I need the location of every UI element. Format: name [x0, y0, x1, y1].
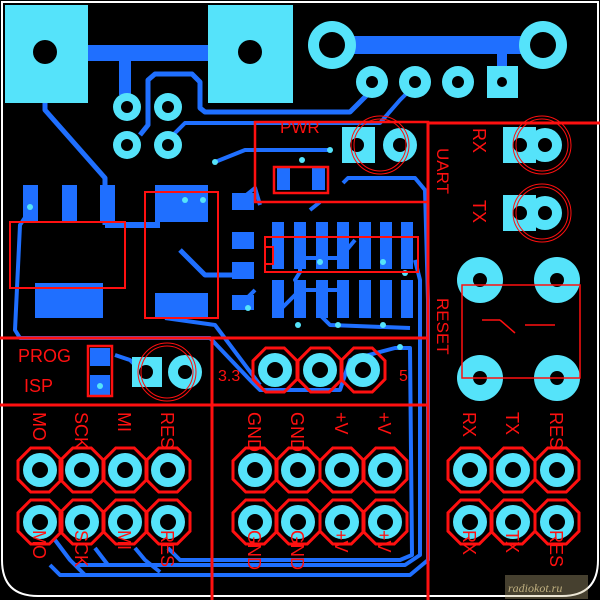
smd-pads: [23, 168, 413, 395]
uart-header-outline: [533, 446, 581, 494]
power-header-outline: [231, 498, 279, 546]
vias: [27, 147, 408, 389]
label-rx-led: RX: [469, 128, 489, 153]
uart-header-label-top: RES: [546, 412, 566, 449]
power-header-label-top: +V: [374, 412, 394, 435]
isp-header-outline: [16, 498, 64, 546]
label-reset: RESET: [433, 298, 452, 355]
voltage-jumper-outline: [339, 346, 387, 394]
watermark-site: radiokot.ru: [508, 581, 562, 595]
isp-header-pin-hole: [32, 462, 48, 478]
isp-header-pin-hole: [160, 462, 176, 478]
uart-header-label-bottom: RES: [546, 530, 566, 567]
uart-header-outline: [489, 498, 537, 546]
uart-header-outline: [533, 498, 581, 546]
power-header-outline: [361, 446, 409, 494]
power-header-pin-hole: [334, 514, 350, 530]
power-header-pin-hole: [290, 514, 306, 530]
uart-header-pin-hole: [505, 514, 521, 530]
power-header-outline: [231, 446, 279, 494]
isp-header-pin-hole: [74, 514, 90, 530]
power-header-label-bottom: +V: [374, 530, 394, 553]
uart-header-pin-hole: [505, 462, 521, 478]
isp-header-label-top: RES: [157, 412, 177, 449]
power-header-pin-hole: [377, 514, 393, 530]
uart-header-outline: [446, 446, 494, 494]
power-header-label-bottom: GND: [244, 530, 264, 570]
isp-header-label-top: MO: [29, 412, 49, 441]
uart-header-pin-hole: [549, 514, 565, 530]
label-pwr: PWR: [280, 118, 320, 137]
label-isp: ISP: [24, 376, 53, 396]
silkscreen-text: PWR PROG ISP 3.3 5 UART RESET RX TX: [18, 118, 489, 396]
power-header-outline: [318, 446, 366, 494]
voltage-jumper-outline: [296, 346, 344, 394]
uart-header-pin-hole: [462, 514, 478, 530]
isp-header-outline: [16, 446, 64, 494]
power-header-label-top: +V: [331, 412, 351, 435]
isp-header-outline: [144, 498, 192, 546]
isp-header-pin-hole: [117, 514, 133, 530]
isp-header-outline: [101, 498, 149, 546]
power-header-outline: [361, 498, 409, 546]
label-uart: UART: [433, 148, 452, 194]
isp-header-pin-hole: [32, 514, 48, 530]
copper-traces: [13, 36, 543, 577]
isp-header-label-top: MI: [114, 412, 134, 432]
power-header-outline: [274, 446, 322, 494]
isp-header-pin-hole: [117, 462, 133, 478]
uart-header-outline: [489, 446, 537, 494]
voltage-jumper-pin-hole: [267, 362, 283, 378]
uart-header-label-top: TX: [502, 412, 522, 435]
isp-header-label-bottom: RES: [157, 530, 177, 567]
voltage-jumper-pin-hole: [355, 362, 371, 378]
power-header-pin-hole: [290, 462, 306, 478]
uart-header-label-bottom: RX: [459, 530, 479, 555]
through-hole-pads: [5, 5, 580, 401]
voltage-jumper-pin-hole: [312, 362, 328, 378]
isp-header-outline: [58, 446, 106, 494]
uart-header-pin-hole: [549, 462, 565, 478]
label-3v3: 3.3: [218, 368, 240, 385]
silkscreen-lines: [0, 115, 600, 600]
uart-header-label-top: RX: [459, 412, 479, 437]
power-header-outline: [318, 498, 366, 546]
watermark: radiokot.ru: [505, 575, 588, 599]
power-header-pin-hole: [247, 462, 263, 478]
power-header-label-top: GND: [287, 412, 307, 452]
isp-header-label-bottom: MI: [114, 530, 134, 550]
uart-header-outline: [446, 498, 494, 546]
isp-header-outline: [144, 446, 192, 494]
power-header-label-bottom: +V: [331, 530, 351, 553]
voltage-jumper-outline: [251, 346, 299, 394]
isp-header-label-bottom: SCK: [71, 530, 91, 567]
isp-header-outline: [58, 498, 106, 546]
label-5v: 5: [399, 368, 408, 385]
isp-header-pin-hole: [74, 462, 90, 478]
power-header-pin-hole: [247, 514, 263, 530]
uart-header-pin-hole: [462, 462, 478, 478]
power-header-outline: [274, 498, 322, 546]
power-header-label-top: GND: [244, 412, 264, 452]
uart-header-label-bottom: TX: [502, 530, 522, 553]
isp-header-outline: [101, 446, 149, 494]
label-prog: PROG: [18, 346, 71, 366]
pin-headers: [16, 346, 581, 546]
label-tx-led: TX: [469, 200, 489, 223]
header-labels: MO MO SCK SCK MI MI RES RES GND GND GND GND +V +V +V +V…: [29, 412, 566, 570]
isp-header-label-bottom: MO: [29, 530, 49, 559]
power-header-pin-hole: [334, 462, 350, 478]
isp-header-pin-hole: [160, 514, 176, 530]
power-header-label-bottom: GND: [287, 530, 307, 570]
isp-header-label-top: SCK: [71, 412, 91, 449]
power-header-pin-hole: [377, 462, 393, 478]
